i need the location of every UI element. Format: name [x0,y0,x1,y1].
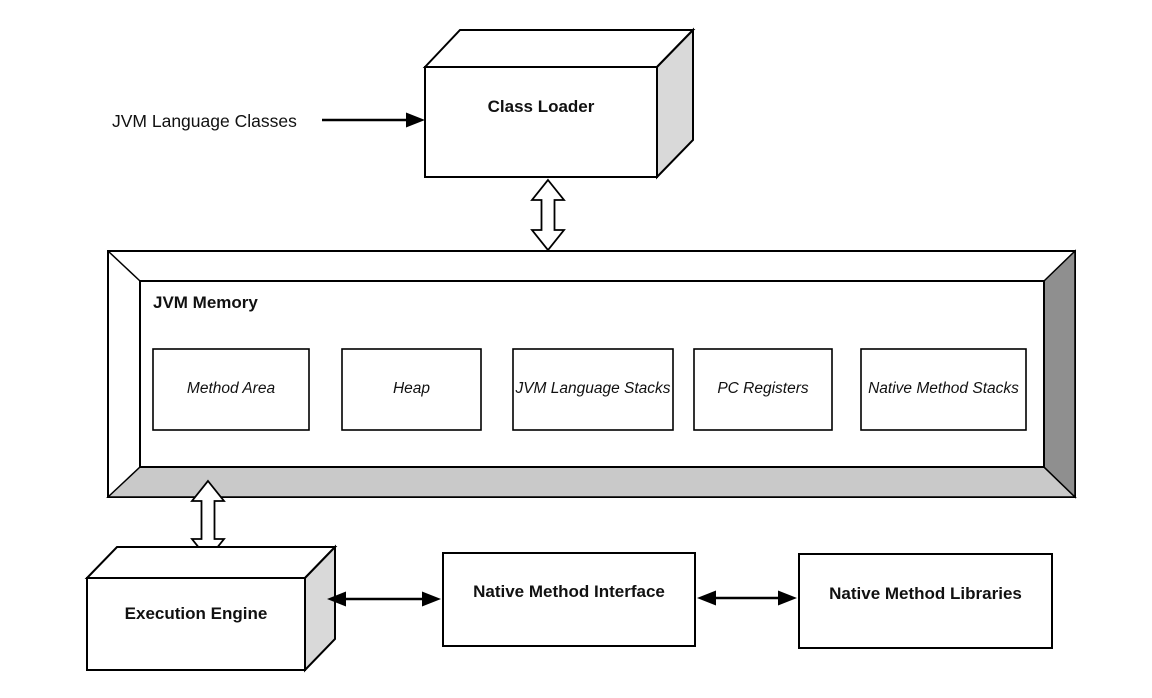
arrow-engine-interface [327,591,441,607]
jvm-language-stacks-label: JVM Language Stacks [515,380,671,398]
heap-label: Heap [392,380,431,398]
native-method-stacks-label: Native Method Stacks [868,380,1019,398]
native-method-interface-box [442,552,696,647]
heap-box [341,348,482,431]
execution-engine-box-top [84,546,338,579]
jvm-memory-label: JVM Memory [153,293,258,313]
double-arrow-loader-memory [530,178,566,252]
native-method-libraries-box [798,553,1053,649]
class-loader-label: Class Loader [487,97,595,117]
class-loader-box [422,27,696,180]
pc-registers-label: PC Registers [717,380,809,398]
execution-engine-label: Execution Engine [124,604,268,624]
arrow-classes-to-loader [322,112,425,128]
jvm-language-classes-label: JVM Language Classes [112,111,297,131]
jvm-memory-frame-right [1043,249,1076,499]
jvm-memory-frame-bottom [106,466,1077,498]
jvm-memory-frame-topleft-diagonal [107,250,141,282]
native-method-stacks-box [860,348,1027,431]
native-method-interface-label: Native Method Interface [473,582,665,602]
method-area-label: Method Area [186,380,276,398]
execution-engine-box-front [86,577,306,671]
class-loader-box-top [422,29,696,68]
native-method-libraries-label: Native Method Libraries [829,584,1022,604]
jvm-language-stacks-box [512,348,674,431]
arrow-interface-libraries [697,590,797,606]
method-area-box [152,348,310,431]
execution-engine-box [84,544,338,673]
class-loader-box-front [424,66,658,178]
pc-registers-box [693,348,833,431]
